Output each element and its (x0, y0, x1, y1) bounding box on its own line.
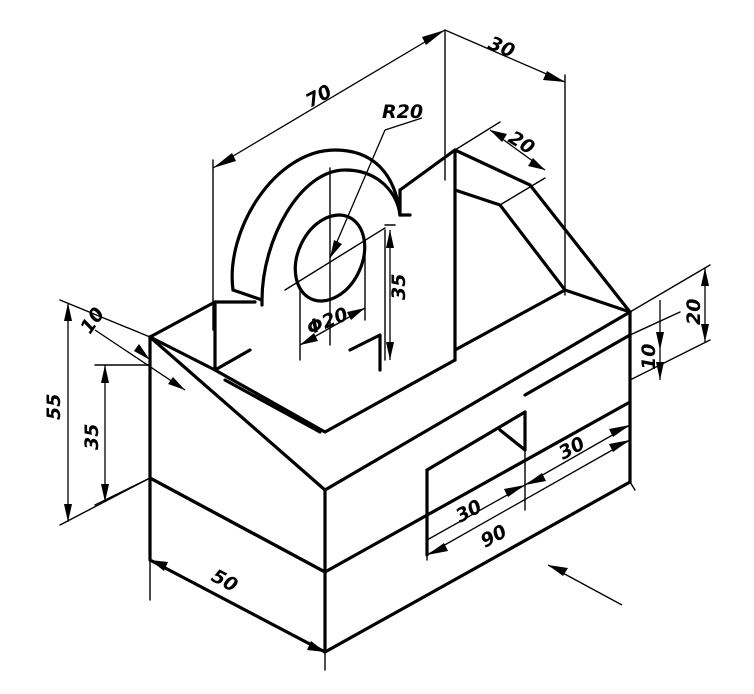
slot-top-left (425, 410, 527, 472)
boss-left-side (231, 288, 264, 307)
boss-outer-arc (230, 148, 402, 292)
extension-lines (59, 29, 711, 671)
roof-left-slope (148, 335, 327, 492)
center-ledge (348, 333, 382, 372)
label-10-right: 10 (638, 344, 660, 370)
slot-upper-right (523, 333, 632, 397)
dim-leader-r20 (329, 129, 386, 259)
label-30-slot-right: 30 (555, 433, 589, 465)
label-20-right: 20 (683, 299, 705, 325)
top-left-ledge (148, 300, 257, 339)
boss-hole (293, 213, 367, 303)
label-90: 90 (477, 521, 511, 553)
roof-front-ridge (323, 310, 632, 492)
label-70: 70 (302, 81, 336, 113)
boss-inner-arc (260, 168, 402, 302)
label-phi20: Φ20 (304, 303, 352, 339)
base-left-lower-edge (148, 476, 327, 654)
channel-floor-front (223, 378, 322, 434)
dimension-lines (64, 29, 709, 653)
dim-line-50 (149, 559, 326, 653)
dim-line-70 (212, 29, 446, 169)
dim-line-90 (426, 439, 631, 556)
base-mid-line (148, 400, 632, 574)
dim-line-10-left (94, 329, 186, 391)
dim-line-30-top (444, 29, 566, 83)
label-r20: R20 (382, 101, 423, 123)
label-30-top: 30 (485, 32, 518, 62)
channel-inner-left (213, 358, 457, 434)
label-55: 55 (43, 394, 65, 420)
dimension-labels: 70 30 R20 20 35 Φ20 55 10 35 50 30 30 90… (43, 32, 705, 597)
right-wall-upper (398, 148, 457, 192)
right-wall-top (453, 188, 567, 352)
channel-left-wall (213, 348, 252, 372)
label-35-left: 35 (81, 424, 103, 450)
right-wall-rear (453, 148, 632, 314)
boss-top-notch (398, 188, 412, 217)
label-20-top: 20 (504, 127, 538, 160)
top-rear-ledge (148, 300, 217, 372)
right-wall-front (563, 288, 632, 314)
part-outline (148, 148, 632, 654)
slot-inner (498, 428, 527, 452)
base-bottom-front-edge (323, 480, 632, 654)
label-35-center: 35 (388, 274, 410, 300)
